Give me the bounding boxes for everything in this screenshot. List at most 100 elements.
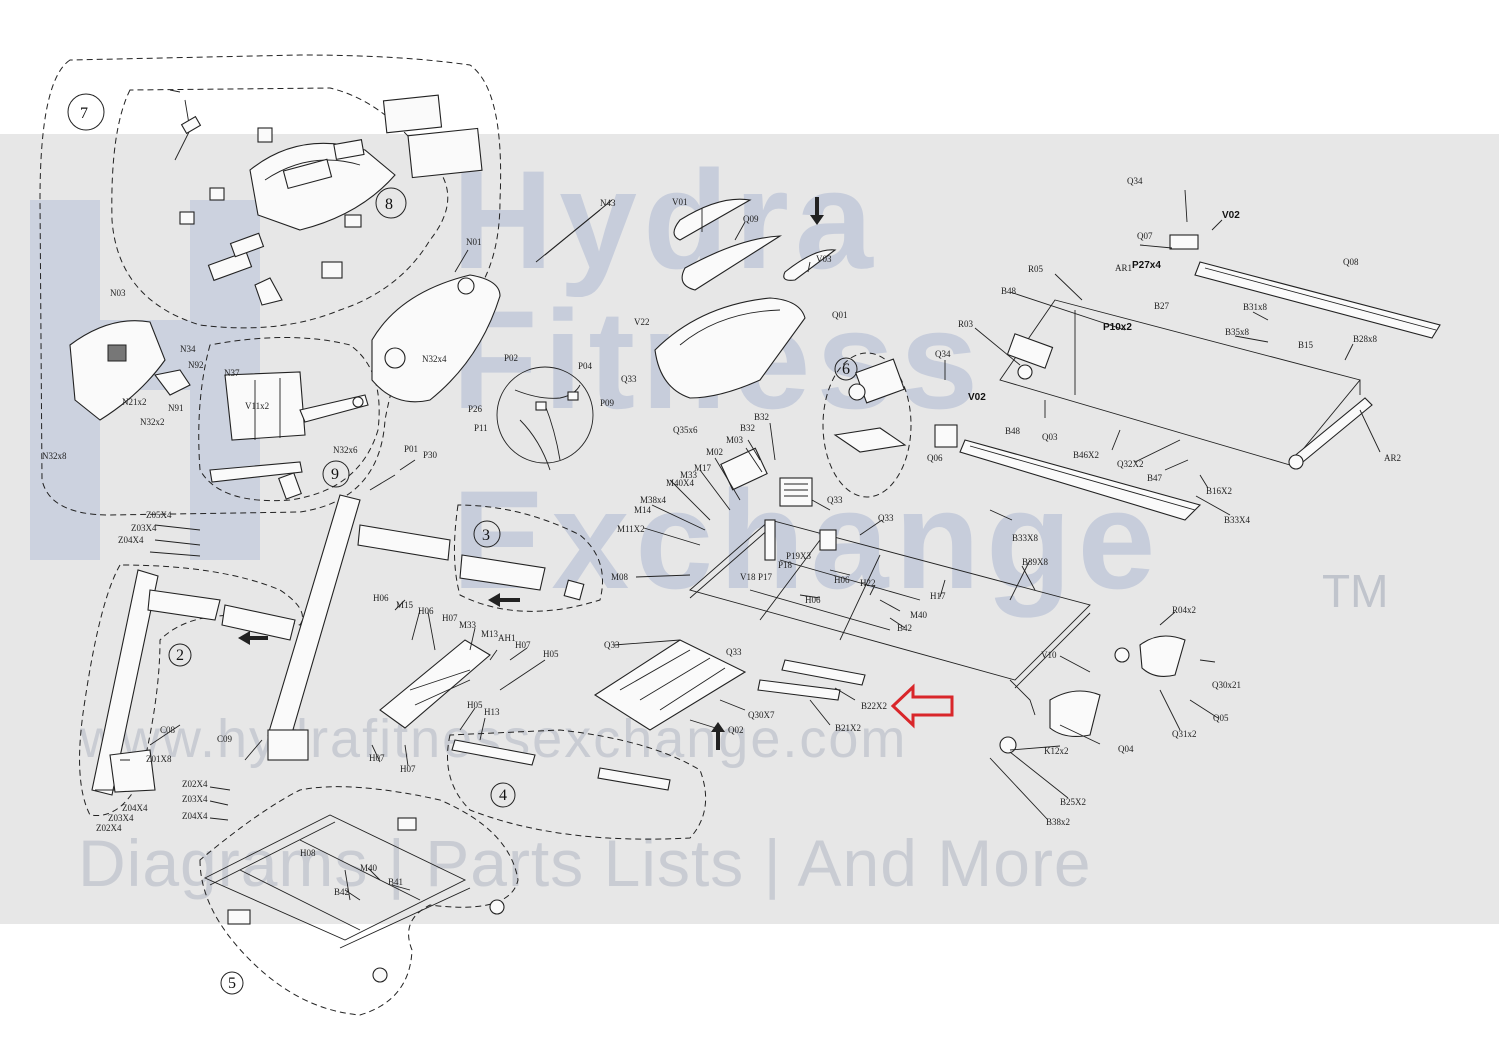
main-frame bbox=[689, 519, 1091, 716]
svg-text:9: 9 bbox=[331, 466, 339, 483]
console-lower-housing bbox=[69, 320, 191, 421]
label-q33-d: Q33 bbox=[604, 640, 620, 650]
label-b16x2: B16X2 bbox=[1206, 486, 1232, 496]
label-v02-b: V02 bbox=[968, 392, 986, 403]
label-m17: M17 bbox=[694, 463, 712, 473]
group-boundary-left-upright bbox=[79, 564, 303, 817]
label-b48-a: B48 bbox=[1001, 286, 1017, 296]
label-c08: C08 bbox=[160, 725, 176, 735]
label-m40-b: M40 bbox=[360, 863, 378, 873]
label-z03x4-b: Z03X4 bbox=[182, 794, 208, 804]
highlight-arrow-icon bbox=[890, 683, 954, 729]
label-b33x8: B33X8 bbox=[1012, 533, 1039, 543]
base-frame bbox=[203, 814, 505, 983]
label-q34-b: Q34 bbox=[935, 349, 951, 359]
svg-text:7: 7 bbox=[80, 105, 88, 122]
motor-control-board bbox=[720, 447, 813, 507]
label-p18: P18 bbox=[778, 560, 793, 570]
label-n37: N37 bbox=[224, 368, 240, 378]
label-h17: H17 bbox=[930, 591, 946, 601]
label-n91: N91 bbox=[168, 403, 184, 413]
label-q33-c: Q33 bbox=[878, 513, 894, 523]
arrow-left-icon-crossbar bbox=[488, 593, 520, 607]
label-ar1: AR1 bbox=[1115, 263, 1132, 273]
label-b42-a: B42 bbox=[897, 623, 912, 633]
upright-left bbox=[91, 569, 296, 796]
watermark-trademark: TM bbox=[1322, 565, 1389, 617]
label-q05: Q05 bbox=[1213, 713, 1229, 723]
label-m33-a: M33 bbox=[680, 470, 698, 480]
label-b22x2: B22X2 bbox=[861, 701, 887, 711]
rear-end-caps bbox=[999, 635, 1186, 754]
label-q31x2: Q31x2 bbox=[1172, 729, 1197, 739]
leader-lines bbox=[95, 189, 1381, 901]
label-b15: B15 bbox=[1298, 340, 1314, 350]
svg-text:5: 5 bbox=[228, 975, 236, 992]
label-b21x2: B21X2 bbox=[835, 723, 861, 733]
label-z04x4-b: Z04X4 bbox=[182, 811, 208, 821]
label-n21x2: N21x2 bbox=[122, 397, 147, 407]
label-q09: Q09 bbox=[743, 214, 759, 224]
label-m02: M02 bbox=[706, 447, 723, 457]
label-n01: N01 bbox=[466, 237, 482, 247]
svg-text:2: 2 bbox=[176, 647, 184, 664]
label-m40-a: M40 bbox=[910, 610, 928, 620]
label-m08: M08 bbox=[611, 572, 629, 582]
label-r05: R05 bbox=[1028, 264, 1044, 274]
part-labels: N43 V01 Q09 V03 N01 N03 N34 N92 N21x2 N9… bbox=[42, 176, 1401, 897]
label-k12x2: K12x2 bbox=[1044, 746, 1069, 756]
label-z04x4-a: Z04X4 bbox=[118, 535, 144, 545]
label-h05-a: H05 bbox=[543, 649, 559, 659]
label-q32x2: Q32X2 bbox=[1117, 459, 1144, 469]
label-b32-b: B32 bbox=[740, 423, 755, 433]
callout-2: 2 bbox=[168, 643, 192, 667]
label-h07-a: H07 bbox=[442, 613, 458, 623]
label-b48-b: B48 bbox=[1005, 426, 1021, 436]
label-h22: H22 bbox=[860, 578, 876, 588]
label-h05-b: H05 bbox=[467, 700, 483, 710]
label-q35x6: Q35x6 bbox=[673, 425, 698, 435]
label-q03: Q03 bbox=[1042, 432, 1058, 442]
callout-5: 5 bbox=[220, 971, 244, 995]
label-r03: R03 bbox=[958, 319, 974, 329]
label-p04: P04 bbox=[578, 361, 593, 371]
bottom-pan bbox=[593, 639, 866, 731]
arrow-left-icon-upright bbox=[238, 631, 268, 645]
label-m11x2: M11X2 bbox=[617, 524, 645, 534]
label-m14: M14 bbox=[634, 505, 652, 515]
label-b38x2: B38x2 bbox=[1046, 817, 1070, 827]
label-h06-c: H06 bbox=[373, 593, 389, 603]
display-overlay-sheets bbox=[333, 94, 483, 179]
label-h07-b: H07 bbox=[515, 640, 531, 650]
label-q06: Q06 bbox=[927, 453, 943, 463]
label-b31x8: B31x8 bbox=[1243, 302, 1268, 312]
svg-text:8: 8 bbox=[385, 196, 393, 213]
svg-text:6: 6 bbox=[842, 361, 850, 378]
label-q02: Q02 bbox=[728, 725, 744, 735]
handlebar-assembly bbox=[209, 371, 369, 500]
label-p30: P30 bbox=[423, 450, 438, 460]
label-v11x2: V11x2 bbox=[245, 401, 269, 411]
label-c09: C09 bbox=[217, 734, 233, 744]
label-n32x2: N32x2 bbox=[140, 417, 165, 427]
side-rail-left bbox=[959, 439, 1202, 521]
label-p26: P26 bbox=[468, 404, 483, 414]
label-v10: V10 bbox=[1041, 650, 1057, 660]
label-p10x2: P10x2 bbox=[1103, 322, 1132, 333]
label-m33-b: M33 bbox=[459, 620, 477, 630]
label-b27: B27 bbox=[1154, 301, 1170, 311]
label-n32x8: N32x8 bbox=[42, 451, 67, 461]
group-boundary-base bbox=[199, 786, 519, 1016]
label-n03: N03 bbox=[110, 288, 126, 298]
label-h06-b: H06 bbox=[805, 595, 821, 605]
upright-right bbox=[267, 494, 585, 761]
label-v18: V18 bbox=[740, 572, 756, 582]
label-q33-b: Q33 bbox=[827, 495, 843, 505]
label-m40x4: M40X4 bbox=[666, 478, 695, 488]
callout-7: 7 bbox=[67, 93, 105, 131]
label-b42-b: B42 bbox=[334, 887, 349, 897]
console-small-parts bbox=[169, 89, 362, 306]
label-v22: V22 bbox=[634, 317, 650, 327]
